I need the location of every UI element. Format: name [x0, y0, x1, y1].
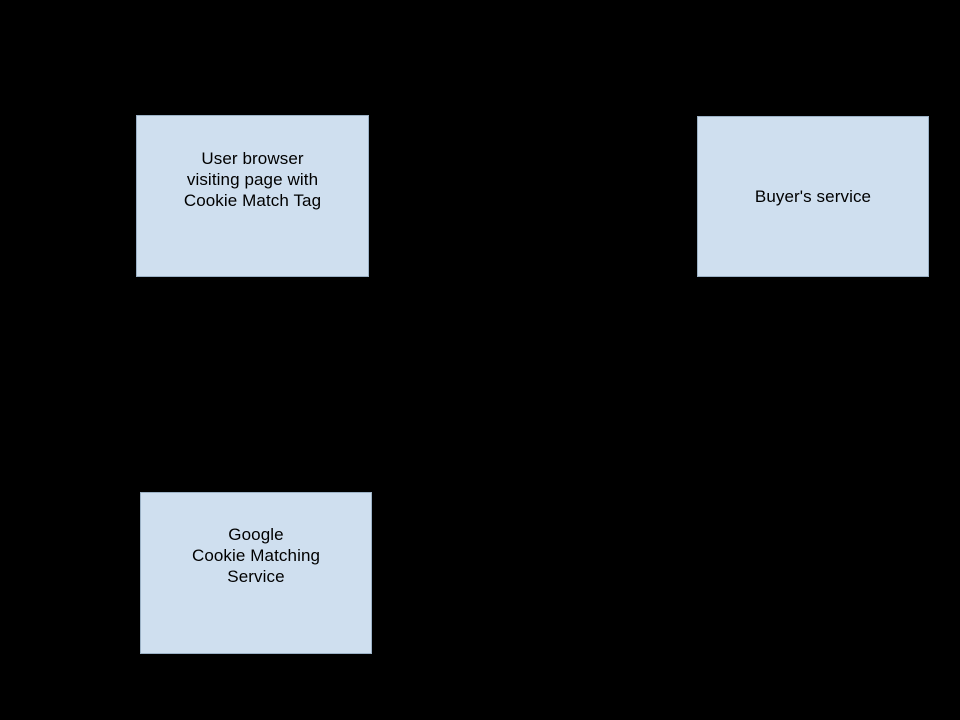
edge-browser-to-buyer [369, 166, 690, 174]
node-google-cookie-matching-service-label: Google Cookie Matching Service [191, 525, 321, 586]
node-user-browser[interactable]: User browser visiting page with Cookie M… [136, 115, 369, 277]
node-buyers-service-label: Buyer's service [754, 187, 872, 206]
node-buyers-service[interactable]: Buyer's service [697, 116, 929, 277]
arrow-head-icon [681, 166, 690, 174]
edge-google-to-browser [249, 280, 257, 490]
arrow-head-icon [249, 280, 257, 289]
node-user-browser-label: User browser visiting page with Cookie M… [183, 149, 322, 210]
arrow-head-icon [379, 569, 388, 577]
edge-buyer-to-google [379, 278, 814, 577]
node-google-cookie-matching-service[interactable]: Google Cookie Matching Service [140, 492, 372, 654]
edge-line [379, 278, 814, 574]
